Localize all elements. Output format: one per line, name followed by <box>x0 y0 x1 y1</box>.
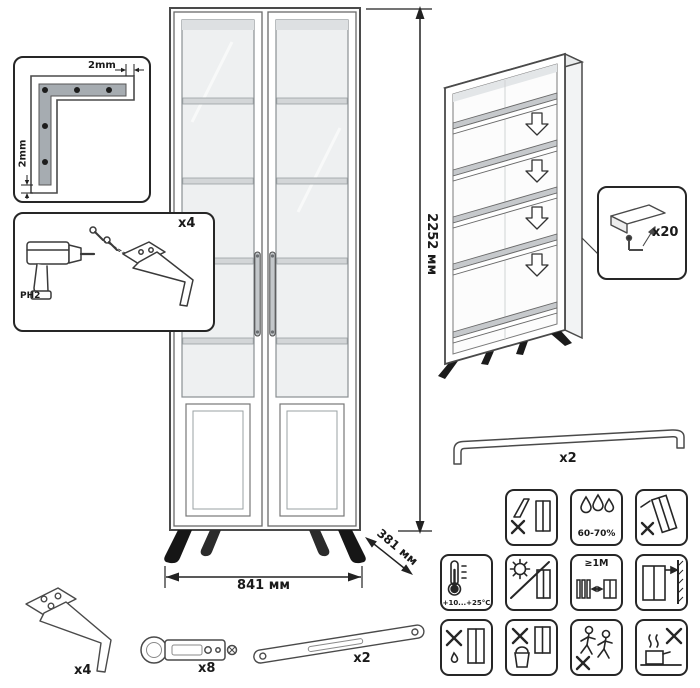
corner-bracket-icon <box>21 64 144 199</box>
exploded-view-legs <box>438 331 572 379</box>
shelf-pins-qty-label: x20 <box>652 225 679 240</box>
care-no-scratch <box>505 489 558 546</box>
care-heater-distance: ≥1M <box>570 554 623 611</box>
bottom-door-panels <box>185 403 345 517</box>
temperature-label: +10...+25°C <box>442 599 491 607</box>
bit-type-label: PH2 <box>20 291 41 301</box>
humidity-label: 60-70% <box>577 529 616 539</box>
cabinet-front-view <box>164 7 366 564</box>
care-humidity: 60-70% <box>570 489 623 546</box>
insert-arrow-icons <box>525 112 549 277</box>
corner-gap-side-label: 2mm <box>17 139 29 168</box>
no-wet-cleaning-icon <box>511 626 551 668</box>
drill-icon <box>26 226 194 307</box>
humidity-icon <box>580 493 615 514</box>
corner-gap-top-label: 2mm <box>88 60 116 71</box>
no-tilt-icon <box>640 494 678 536</box>
care-no-wet-cleaning <box>505 619 558 676</box>
heater-distance-icon <box>576 579 617 599</box>
width-dimension-label: 841 мм <box>237 578 290 593</box>
handle-rail-icon <box>453 429 685 465</box>
hinge-qty-label: x8 <box>198 661 216 676</box>
no-children-climbing-icon <box>575 625 613 671</box>
cabinet-exploded-view <box>438 52 601 379</box>
distance-label: ≥1M <box>584 558 609 569</box>
cabinet-legs <box>164 530 366 564</box>
no-solvent-icon <box>445 628 485 664</box>
leg-mounting-detail-box <box>13 212 215 332</box>
no-sunlight-icon <box>509 558 551 599</box>
shelf-pin-detail-box <box>597 186 687 280</box>
no-hot-objects-icon <box>640 627 683 666</box>
furniture-leg-icon <box>25 587 112 673</box>
shelf-pin-icon <box>610 204 666 251</box>
hinge-icon <box>140 636 238 664</box>
strap-qty-label: x2 <box>353 651 371 666</box>
shelves <box>182 97 348 345</box>
care-no-tilt <box>635 489 688 546</box>
care-no-solvent <box>440 619 493 676</box>
leg-qty-label: x4 <box>74 663 92 678</box>
corner-bracket-detail-box <box>13 56 151 203</box>
care-no-sunlight <box>505 554 558 611</box>
no-scratch-icon <box>510 498 551 535</box>
door-handles <box>254 251 276 337</box>
wall-anchor-icon <box>642 560 684 604</box>
loose-shelves <box>452 92 558 344</box>
drill-legs-qty-label: x4 <box>178 216 196 231</box>
care-wall-anchor <box>635 554 688 611</box>
glass-pane-left <box>181 19 255 398</box>
care-no-children-climbing <box>570 619 623 676</box>
glass-pane-right <box>275 19 349 398</box>
handle-qty-label: x2 <box>559 451 577 466</box>
temperature-icon <box>447 560 467 596</box>
mounting-strap-icon <box>253 624 425 664</box>
care-no-hot-objects <box>635 619 688 676</box>
care-temperature: +10...+25°C <box>440 554 493 611</box>
